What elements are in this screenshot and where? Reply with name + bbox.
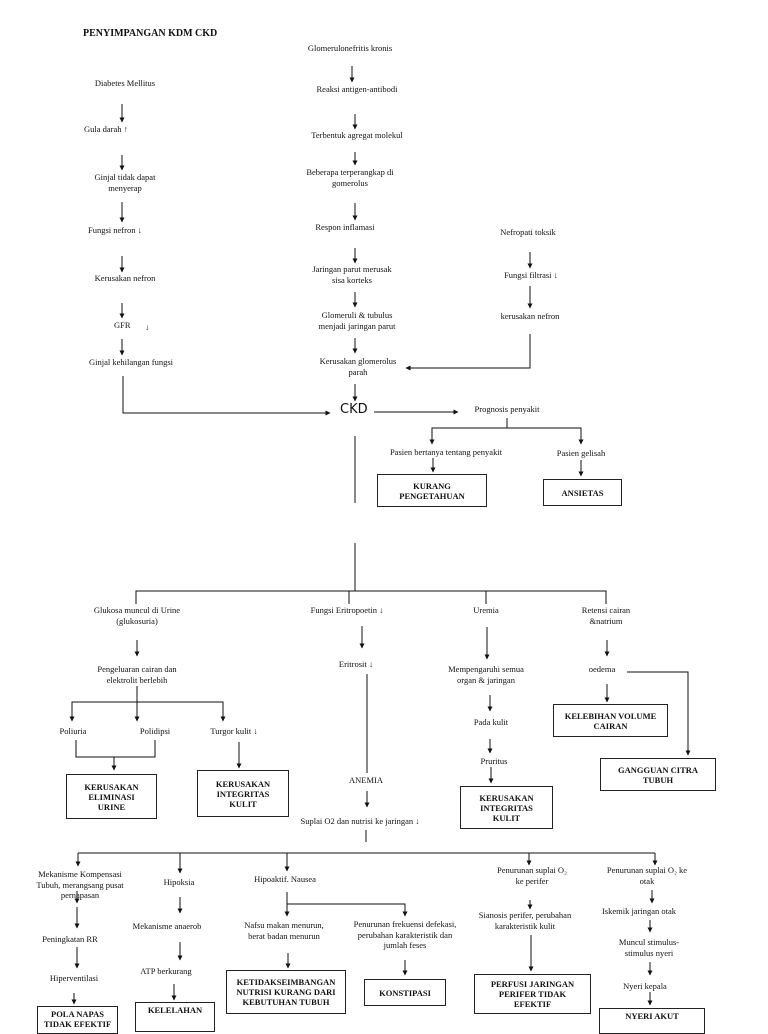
dx-nyeri-akut: NYERI AKUT (599, 1008, 705, 1034)
node-hipoaktif-nausea: Hipoaktif. Nausea (254, 874, 316, 884)
node-glomerulonefritis: Glomerulonefritis kronis (307, 43, 393, 53)
node-nyeri-kepala: Nyeri kepala (623, 981, 667, 991)
node-nafsu-makan: Nafsu makan menurun,berat badan menurun (244, 920, 324, 941)
node-fungsi-filtrasi: Fungsi filtrasi ↓ (504, 270, 558, 280)
node-iskemik-otak: Iskemik jaringan otak (601, 906, 677, 916)
node-anemia: ANEMIA (349, 775, 383, 785)
node-ginjal-kehilangan-fungsi: Ginjal kehilangan fungsi (88, 357, 174, 367)
node-gula-darah: Gula darah ↑ (84, 124, 128, 134)
node-nefropati-toksik: Nefropati toksik (500, 227, 556, 237)
node-diabetes-mellitus: Diabetes Mellitus (94, 78, 156, 88)
node-gfr: GFR (114, 320, 131, 330)
node-penurunan-defekasi: Penurunan frekuensi defekasi,perubahan k… (353, 919, 457, 950)
node-pruritus: Pruritus (480, 756, 508, 766)
node-kerusakan-nefron-2: kerusakan nefron (500, 311, 560, 321)
dx-ansietas: ANSIETAS (543, 479, 622, 506)
node-turgor-kulit: Turgor kulit ↓ (210, 726, 258, 736)
node-pasien-bertanya: Pasien bertanya tentang penyakit (389, 447, 503, 457)
node-hiperventilasi: Hiperventilasi (49, 973, 99, 983)
node-hipoksia: Hipoksia (163, 877, 195, 887)
node-peningkatan-rr: Peningkatan RR (42, 934, 98, 944)
node-fungsi-eritropoetin: Fungsi Eritropoetin ↓ (310, 605, 384, 615)
page-title: PENYIMPANGAN KDM CKD (83, 28, 218, 39)
node-atp-berkurang: ATP berkurang (140, 966, 192, 976)
gfr-down-arrow: ↓ (145, 322, 150, 332)
node-fungsi-nefron: Fungsi nefron ↓ (88, 225, 142, 235)
node-respon-inflamasi: Respon inflamasi (315, 222, 375, 232)
node-glukosuria: Glukosa muncul di Urine(glukosuria) (93, 605, 181, 626)
dx-kelelahan: KELELAHAN (135, 1002, 215, 1032)
dx-konstipasi: KONSTIPASI (364, 979, 446, 1006)
node-kerusakan-nefron: Kerusakan nefron (94, 273, 156, 283)
node-agregat-molekul: Terbentuk agregat molekul (311, 130, 403, 140)
node-pasien-gelisah: Pasien gelisah (556, 448, 606, 458)
node-reaksi-antigen: Reaksi antigen-antibodi (316, 84, 398, 94)
node-mekanisme-anaerob: Mekanisme anaerob (132, 921, 202, 931)
node-retensi-cairan: Retensi cairan&natrium (581, 605, 631, 626)
node-pada-kulit: Pada kulit (473, 717, 509, 727)
node-uremia: Uremia (473, 605, 499, 615)
node-prognosis: Prognosis penyakit (474, 404, 540, 414)
node-oedema: oedema (588, 664, 616, 674)
node-suplai-o2: Suplai O2 dan nutrisi ke jaringan ↓ (300, 816, 420, 826)
ckd-node: CKD (340, 402, 368, 417)
node-polidipsi: Polidipsi (139, 726, 171, 736)
node-poliuria: Poliuria (59, 726, 87, 736)
node-eritrosit: Eritrosit ↓ (338, 659, 374, 669)
node-stimulus-nyeri: Muncul stimulus-stimulus nyeri (618, 937, 680, 958)
